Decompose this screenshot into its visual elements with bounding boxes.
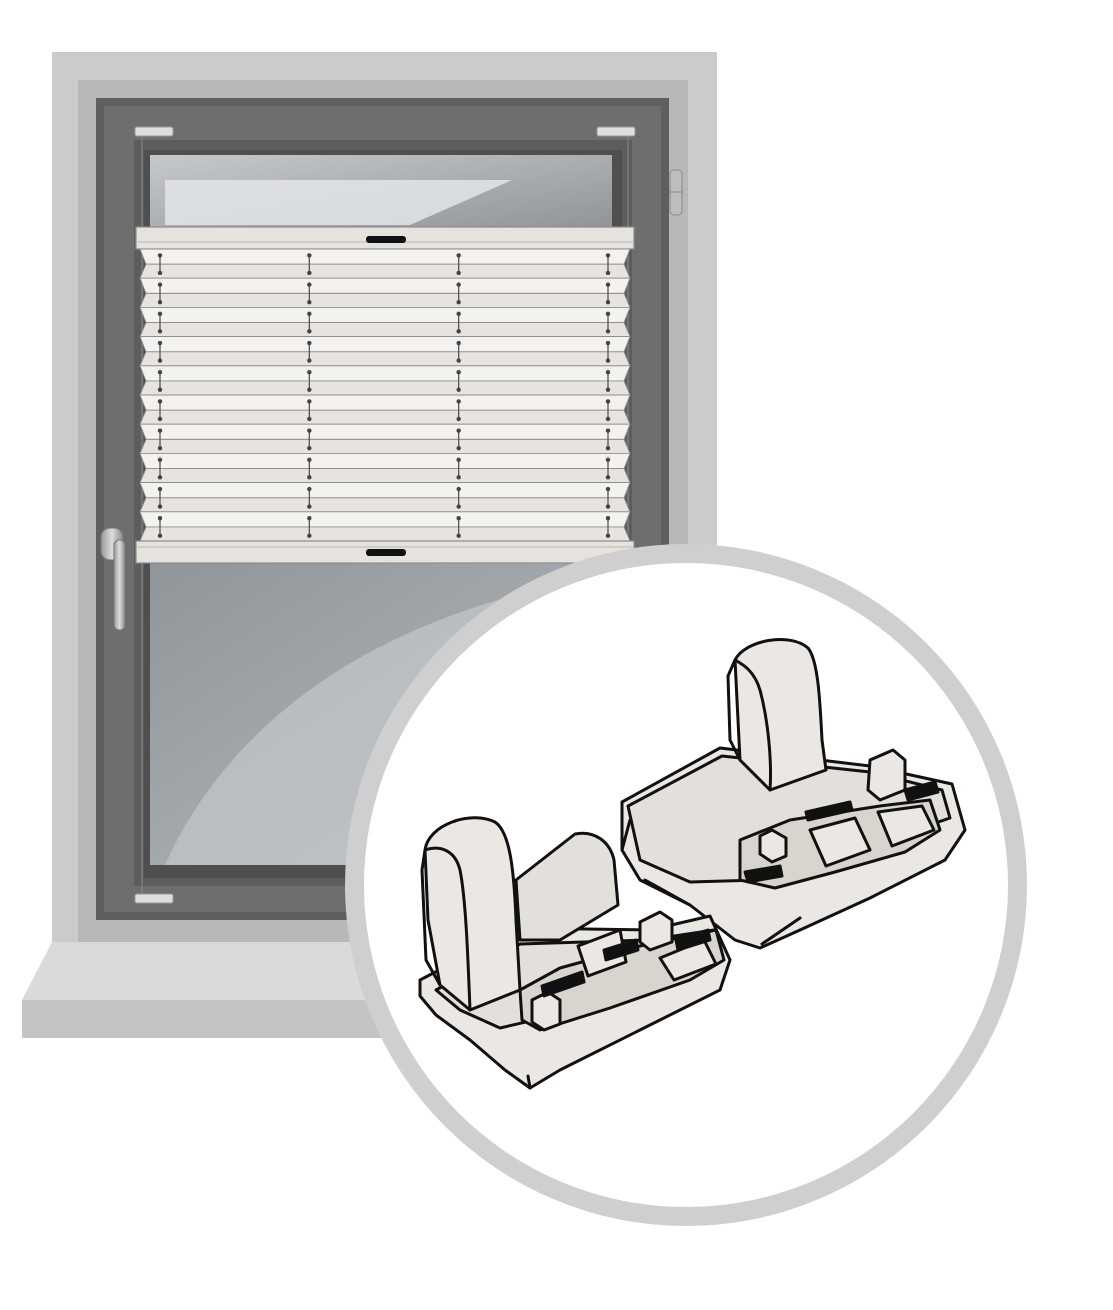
pleat-upper (139, 394, 631, 411)
pleat-lower (139, 322, 631, 338)
pleat-lower (139, 438, 631, 454)
cord-knot (456, 370, 461, 392)
cord-knot (456, 457, 461, 480)
cord-knot (157, 399, 163, 422)
cord-knot (456, 253, 461, 276)
cord-knot (456, 516, 461, 538)
bracket-clip-left (418, 816, 732, 1090)
frame-bracket-top-right (596, 126, 636, 137)
cord-knot (157, 457, 163, 480)
cord-knot (307, 486, 312, 509)
blind-pleats (139, 248, 631, 542)
cord-knot (605, 486, 611, 509)
cord-knot (307, 282, 312, 305)
pleat-upper (139, 277, 631, 294)
cord-knot (157, 253, 163, 276)
pleat-lower (139, 292, 631, 308)
cord-knot (157, 282, 163, 305)
frame-bracket-top-left (134, 126, 174, 137)
cord-knot (605, 428, 611, 451)
pleat-upper (139, 306, 631, 324)
blind-bottom-rail (135, 540, 635, 564)
cord-knot (456, 340, 461, 363)
cord-knot (605, 370, 611, 392)
pleat-lower (139, 380, 631, 396)
cord-knot (157, 340, 163, 363)
cord-knot (456, 311, 461, 334)
cord-knot (307, 370, 312, 392)
cord-knot (307, 428, 312, 451)
cord-knot (157, 516, 163, 538)
window-handle-icon (100, 527, 126, 631)
pleat-lower (139, 351, 631, 367)
cord-knot (157, 370, 163, 392)
cord-knot (157, 428, 163, 451)
cord-knot (307, 457, 312, 480)
pleat-lower (139, 497, 631, 513)
cord-knot (605, 253, 611, 276)
pleat-upper (139, 365, 631, 382)
cord-knot (307, 340, 312, 363)
pleat-lower (139, 526, 631, 542)
cord-knot (307, 311, 312, 334)
frame-bracket-bottom-left (134, 893, 174, 904)
pleat-upper (139, 248, 631, 265)
cord-knot (157, 311, 163, 334)
blind-top-rail (135, 226, 635, 250)
pleat-lower (139, 468, 631, 484)
cord-knot (456, 399, 461, 422)
cord-knot (605, 399, 611, 422)
cord-knot (605, 282, 611, 305)
pleat-lower (139, 263, 631, 279)
cord-knot (456, 428, 461, 451)
bracket-clip-right (620, 638, 967, 950)
cord-knot (307, 253, 312, 276)
pleat-upper (139, 336, 631, 353)
blind-cords (157, 253, 611, 538)
cord-knot (605, 340, 611, 363)
cord-knot (605, 457, 611, 480)
pleat-lower (139, 409, 631, 425)
cord-knot (456, 486, 461, 509)
cord-knot (605, 516, 611, 538)
cord-knot (456, 282, 461, 305)
pleat-upper (139, 423, 631, 440)
hinge-icon (669, 169, 683, 216)
glass-top-pane (150, 155, 612, 230)
pleated-blind (135, 226, 635, 564)
cord-knot (605, 311, 611, 334)
cord-knot (157, 486, 163, 509)
pleat-upper (139, 482, 631, 499)
pleat-upper (139, 511, 631, 528)
cord-knot (307, 516, 312, 538)
pleat-upper (139, 452, 631, 470)
cord-knot (307, 399, 312, 422)
